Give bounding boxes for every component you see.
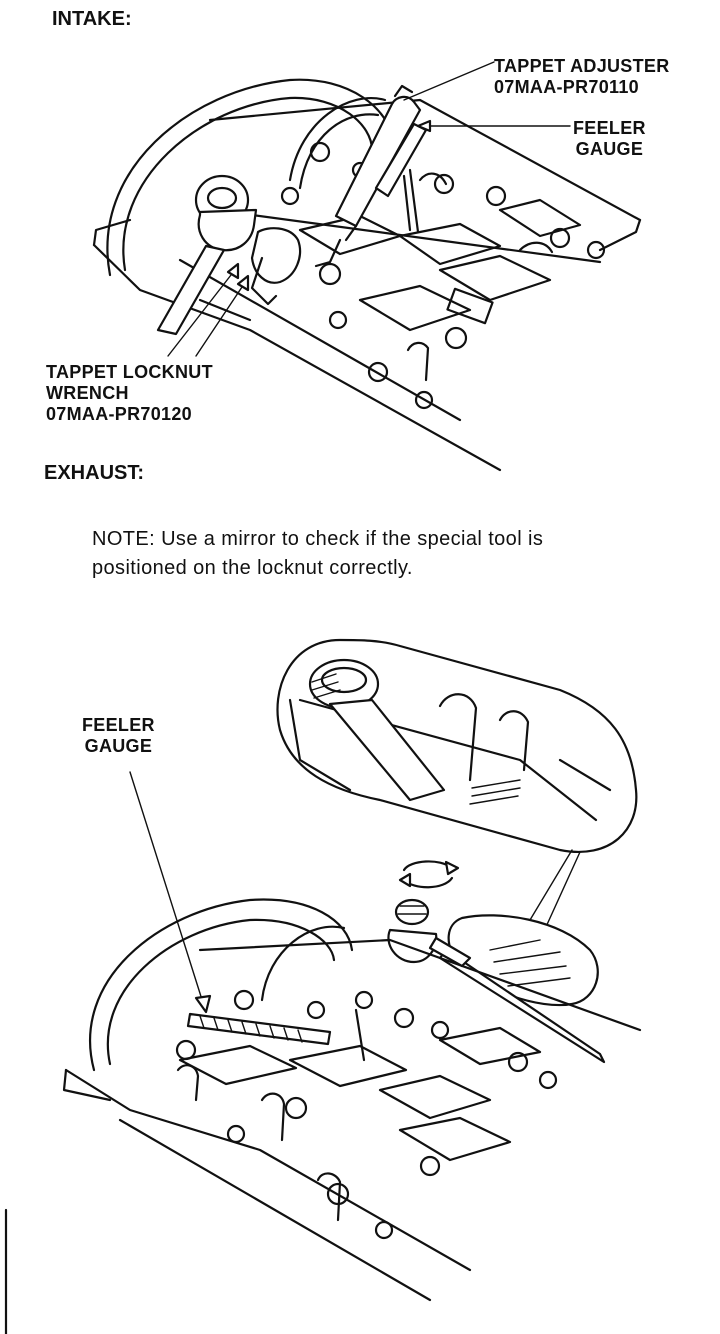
tappet-adjuster-part-number: 07MAA-PR70110 xyxy=(494,76,639,97)
locknut-wrench-arrowhead-2 xyxy=(236,274,250,292)
intake-head-rail-2 xyxy=(228,210,602,264)
locknut-wrench-leader-2 xyxy=(195,277,249,357)
tappet-adjuster-leader xyxy=(403,61,495,101)
exhaust-cam-pulley xyxy=(260,925,346,1002)
exhaust-feeler-gauge-line2: GAUGE xyxy=(84,735,153,756)
tappet-locknut-wrench-label: TAPPET LOCKNUT WRENCH 07MAA-PR70120 xyxy=(46,362,213,425)
intake-timing-cover xyxy=(106,78,394,277)
intake-illustration xyxy=(92,61,642,472)
exhaust-head-front-edge xyxy=(64,1068,472,1272)
tappet-adjuster-tool xyxy=(314,84,422,268)
intake-feeler-gauge-label: FEELER GAUGE xyxy=(573,118,646,160)
exhaust-feeler-gauge-arrowhead xyxy=(194,994,212,1014)
intake-head-front-edge xyxy=(92,243,502,472)
mirror-note-line1: NOTE: Use a mirror to check if the speci… xyxy=(92,528,544,550)
mirror-link-line-2 xyxy=(539,851,581,941)
exhaust-feeler-gauge-leader xyxy=(129,771,205,1007)
intake-heading: INTAKE: xyxy=(52,8,132,30)
exhaust-head-left-edge xyxy=(62,1068,112,1102)
exhaust-feeler-gauge-label: FEELER GAUGE xyxy=(82,715,155,757)
exhaust-locknut-wrench xyxy=(387,898,472,968)
exhaust-head-top-edge xyxy=(198,938,642,1032)
exhaust-heading: EXHAUST: xyxy=(44,462,145,484)
intake-feeler-gauge-line1: FEELER xyxy=(573,118,646,138)
intake-cam-pulley xyxy=(288,97,387,182)
tappet-locknut-wrench-name-2: WRENCH xyxy=(46,382,129,403)
intake-feeler-gauge-line2: GAUGE xyxy=(575,138,644,159)
locknut-wrench-arrowhead xyxy=(226,262,240,280)
exhaust-feeler-gauge-line1: FEELER xyxy=(82,715,155,735)
locknut-wrench-leader xyxy=(167,265,239,357)
tappet-locknut-wrench xyxy=(156,174,302,336)
exhaust-valve-train xyxy=(175,989,558,1240)
intake-timing-cover-inner xyxy=(122,96,374,272)
tappet-adjuster-name: TAPPET ADJUSTER xyxy=(494,56,670,76)
intake-valve-train xyxy=(198,141,606,410)
intake-head-left-edge xyxy=(92,218,132,247)
rotate-arrow-icon xyxy=(398,860,460,889)
intake-head-right-edge xyxy=(598,218,642,252)
intake-head-rail xyxy=(178,258,462,422)
tappet-adjuster-label: TAPPET ADJUSTER 07MAA-PR70110 xyxy=(494,56,670,98)
exhaust-timing-cover xyxy=(88,898,354,1072)
mirror-note: NOTE: Use a mirror to check if the speci… xyxy=(92,525,543,583)
intake-feeler-gauge-arrowhead xyxy=(416,119,432,133)
mirror-note-line2: positioned on the locknut correctly. xyxy=(92,557,413,579)
tappet-locknut-wrench-name: TAPPET LOCKNUT xyxy=(46,362,213,382)
inspection-mirror xyxy=(438,914,606,1064)
intake-cam-pulley-inner xyxy=(298,113,380,190)
exhaust-feeler-gauge-blade xyxy=(186,1012,332,1046)
tappet-locknut-wrench-part-number: 07MAA-PR70120 xyxy=(46,403,192,424)
exhaust-timing-cover-inner xyxy=(106,918,336,1066)
mirror-link-line xyxy=(523,849,573,931)
intake-head-top-edge xyxy=(208,98,642,222)
mirror-view-callout xyxy=(276,638,638,853)
exhaust-head-rail xyxy=(118,1118,432,1302)
